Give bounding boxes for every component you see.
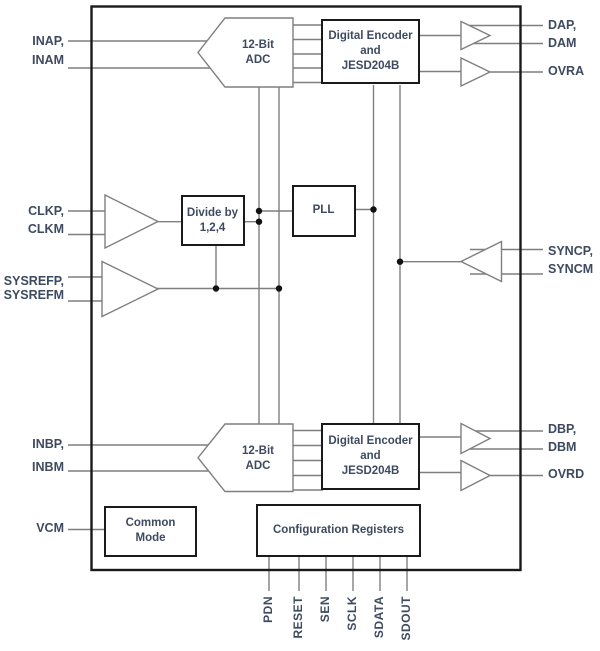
- junction-dot: [275, 285, 283, 292]
- pin-label-inam: INAM: [32, 53, 64, 67]
- pin-label-sysrefm: SYSREFM: [3, 288, 64, 302]
- clock-buffer-icon: [104, 193, 160, 250]
- pin-label-sdata: SDATA: [372, 596, 386, 639]
- pin-label-clkp: CLKP,: [28, 204, 64, 218]
- dap-dam-buffer-icon: [460, 20, 492, 51]
- sync-buffer-icon: [459, 240, 503, 283]
- config-registers-block: Configuration Registers: [256, 504, 421, 557]
- pin-label-vcm: VCM: [36, 521, 64, 535]
- dbp-dbm-buffer-icon: [460, 422, 492, 455]
- junction-dot: [396, 258, 404, 265]
- adc-b-shape: [197, 423, 294, 493]
- pin-label-syncm: SYNCM: [548, 262, 594, 276]
- ovra-buffer-icon: [460, 56, 492, 88]
- adc-a-shape: [197, 17, 294, 88]
- divider-block: Divide by 1,2,4: [180, 195, 245, 246]
- pin-label-dam: DAM: [548, 36, 577, 50]
- encoder-b-block: Digital Encoder and JESD204B: [321, 423, 420, 490]
- pin-label-sen: SEN: [318, 596, 332, 623]
- pin-label-sclk: SCLK: [345, 596, 359, 631]
- sysref-buffer-icon: [101, 260, 160, 318]
- pll-block: PLL: [291, 184, 356, 237]
- junction-dot: [255, 218, 263, 225]
- pin-label-clkm: CLKM: [27, 222, 64, 236]
- adc-b-label: 12-Bit ADC: [242, 444, 274, 472]
- pin-label-inap: INAP,: [32, 34, 64, 48]
- pin-label-dbp: DBP,: [548, 422, 577, 436]
- pin-label-dbm: DBM: [548, 440, 577, 454]
- pin-label-inbm: INBM: [32, 460, 64, 474]
- junction-dots: [212, 206, 404, 292]
- adc-a-label: 12-Bit ADC: [242, 38, 274, 66]
- pin-label-sdout: SDOUT: [399, 596, 413, 641]
- encoder-a-block: Digital Encoder and JESD204B: [321, 19, 420, 84]
- junction-dot: [255, 207, 263, 215]
- junction-dot: [370, 206, 377, 213]
- ovrd-buffer-icon: [460, 459, 492, 492]
- common-mode-block: Common Mode: [104, 505, 197, 557]
- chip-boundary: [90, 5, 522, 572]
- pin-label-ovra: OVRA: [548, 64, 585, 78]
- pin-label-syncp: SYNCP,: [548, 244, 593, 258]
- pin-label-sysrefp: SYSREFP,: [3, 274, 64, 288]
- wires: [68, 24, 543, 591]
- junction-dot: [212, 285, 220, 292]
- pin-label-dap: DAP,: [548, 18, 577, 32]
- pin-label-reset: RESET: [291, 596, 305, 639]
- pin-label-ovrd: OVRD: [548, 467, 585, 481]
- pin-label-inbp: INBP,: [32, 437, 64, 451]
- pin-label-pdn: PDN: [261, 596, 275, 623]
